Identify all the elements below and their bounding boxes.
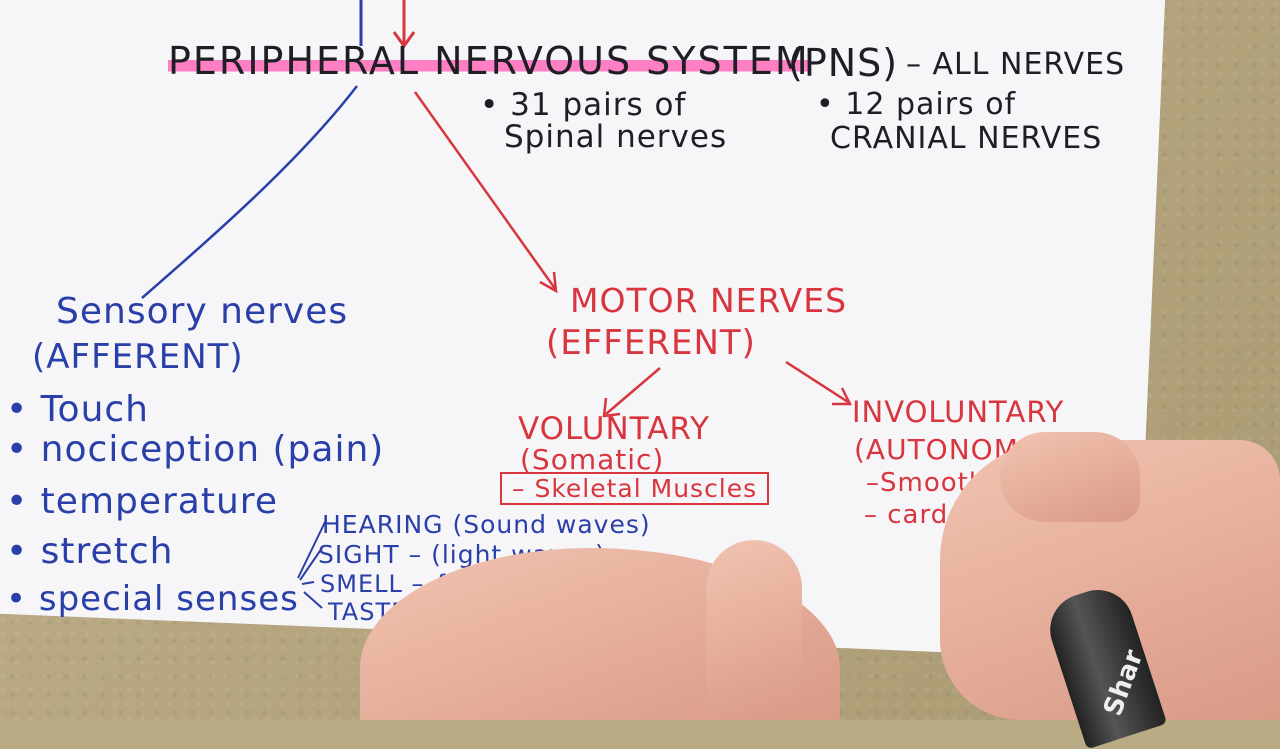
involuntary-arrow [785, 360, 853, 406]
voluntary-arrow [602, 367, 661, 418]
motor-subtitle: (EFFERENT) [546, 323, 756, 363]
left-hand-finger [706, 540, 802, 720]
sensory-item-temperature: • temperature [6, 481, 278, 522]
special-sense-hearing: HEARING (Sound waves) [322, 510, 651, 539]
spinal-line2: Spinal nerves [504, 119, 728, 155]
sensory-item-stretch: • stretch [6, 531, 174, 572]
sensory-item-nociception: • nociception (pain) [6, 429, 385, 470]
right-hand-thumb [1000, 432, 1140, 522]
pns-abbr: (PNS) [788, 41, 899, 85]
special-senses-bracket [297, 519, 327, 609]
pns-title: PERIPHERAL NERVOUS SYSTEM [168, 39, 810, 83]
sensory-subtitle: (AFFERENT) [32, 337, 244, 377]
involuntary-cardiac: – card [864, 500, 949, 530]
motor-branch-arrow [413, 91, 558, 294]
sensory-branch-line [141, 85, 358, 299]
pns-all-nerves: – ALL NERVES [906, 47, 1126, 82]
sensory-title: Sensory nerves [56, 291, 349, 332]
cranial-line1: • 12 pairs of [816, 87, 1017, 122]
voluntary-sublabel: (Somatic) [520, 443, 665, 476]
spinal-line1: • 31 pairs of [480, 87, 687, 123]
cranial-line2: CRANIAL NERVES [830, 121, 1103, 156]
connector-lines [141, 0, 853, 609]
involuntary-label: INVOLUNTARY [852, 395, 1065, 429]
voluntary-label: VOLUNTARY [518, 411, 710, 447]
motor-title: MOTOR NERVES [570, 281, 848, 320]
skeletal-muscles-box: – Skeletal Muscles [500, 472, 770, 505]
sensory-item-special-senses: • special senses [6, 579, 299, 619]
sensory-item-touch: • Touch [6, 389, 150, 430]
